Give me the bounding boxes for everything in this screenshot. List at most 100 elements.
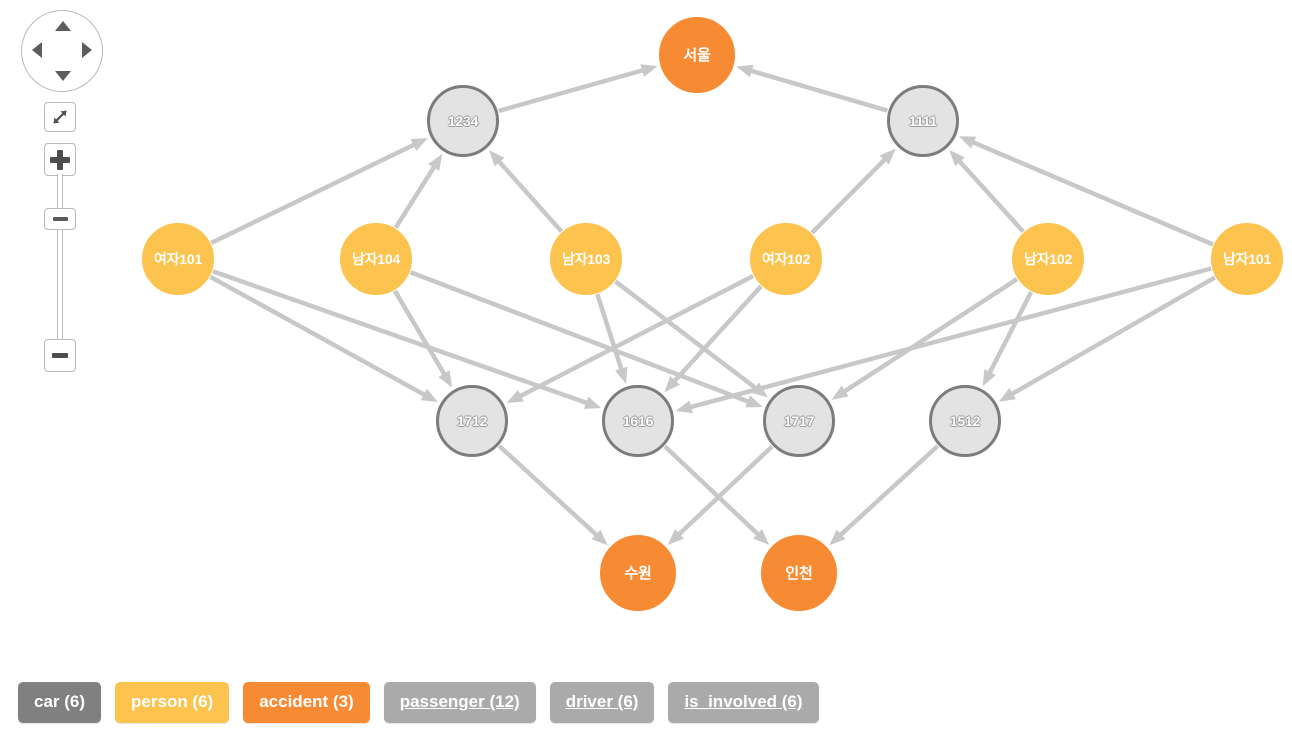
map-navigation-control xyxy=(18,8,108,378)
legend-chip[interactable]: accident (3) xyxy=(243,682,370,723)
edge-arrowhead-icon xyxy=(667,529,684,545)
edge-arrowhead-icon xyxy=(998,387,1016,402)
edge-arrowhead-icon xyxy=(664,376,680,393)
graph-edge-namja104-1712[interactable] xyxy=(392,289,453,388)
edge-arrowhead-icon xyxy=(831,385,849,400)
graph-edge-namja101-1111[interactable] xyxy=(958,136,1214,247)
graph-edge-namja103-1234[interactable] xyxy=(488,150,564,233)
graph-node-label: 1717 xyxy=(783,413,815,429)
edge-arrowhead-icon xyxy=(583,396,602,409)
graph-node-namja104[interactable]: 남자104 xyxy=(340,223,412,295)
graph-edge-1616-incheon[interactable] xyxy=(663,444,770,545)
edge-arrowhead-icon xyxy=(488,150,505,167)
graph-edge-1712-suwon[interactable] xyxy=(497,444,608,546)
graph-node-yeoja101[interactable]: 여자101 xyxy=(142,223,214,295)
graph-edge-namja101-1512[interactable] xyxy=(998,275,1217,402)
graph-edge-namja104-1234[interactable] xyxy=(393,153,443,229)
graph-node-namja103[interactable]: 남자103 xyxy=(550,223,622,295)
graph-edge-1717-suwon[interactable] xyxy=(667,444,774,545)
zoom-slider-track[interactable] xyxy=(57,174,63,354)
edge-arrowhead-icon xyxy=(879,148,896,165)
graph-node-1512[interactable]: 1512 xyxy=(929,385,1001,457)
plus-icon xyxy=(50,149,70,170)
graph-node-1616[interactable]: 1616 xyxy=(602,385,674,457)
legend-chip[interactable]: passenger (12) xyxy=(383,682,536,723)
minus-icon xyxy=(52,353,68,358)
edge-arrowhead-icon xyxy=(949,149,965,167)
edge-arrowhead-icon xyxy=(675,400,693,414)
graph-edge-1234-seoul[interactable] xyxy=(497,64,658,114)
graph-edge-namja104-1717[interactable] xyxy=(409,270,763,408)
fit-to-screen-button[interactable] xyxy=(44,102,76,132)
graph-edge-yeoja101-1234[interactable] xyxy=(210,137,428,245)
legend-chip[interactable]: person (6) xyxy=(115,682,230,723)
graph-node-1234[interactable]: 1234 xyxy=(427,85,499,157)
legend-bar: car (6) person (6) accident (3) passenger (… xyxy=(18,682,819,723)
graph-node-label: 남자101 xyxy=(1222,251,1272,267)
graph-edge-namja102-1111[interactable] xyxy=(949,149,1025,234)
graph-edge-layer xyxy=(209,64,1217,546)
graph-node-1111[interactable]: 1111 xyxy=(887,85,959,157)
graph-edge-namja102-1512[interactable] xyxy=(982,290,1034,387)
triangle-up-icon[interactable] xyxy=(55,21,71,31)
zoom-slider-thumb[interactable] xyxy=(44,208,76,230)
edge-arrowhead-icon xyxy=(438,370,453,388)
graph-node-label: 수원 xyxy=(624,564,652,582)
graph-node-incheon[interactable]: 인천 xyxy=(761,535,837,611)
edge-arrowhead-icon xyxy=(753,529,770,545)
edge-arrowhead-icon xyxy=(736,64,754,78)
graph-edge-yeoja101-1616[interactable] xyxy=(212,269,602,409)
legend-chip[interactable]: car (6) xyxy=(18,682,102,723)
graph-edge-namja101-1616[interactable] xyxy=(675,266,1212,414)
edge-arrowhead-icon xyxy=(506,390,524,404)
edge-arrowhead-icon xyxy=(982,369,996,387)
graph-edge-yeoja102-1616[interactable] xyxy=(664,284,763,393)
triangle-down-icon[interactable] xyxy=(55,71,71,81)
graph-node-label: 남자103 xyxy=(561,251,611,267)
graph-edge-namja103-1616[interactable] xyxy=(595,293,628,384)
graph-node-label: 1712 xyxy=(456,413,488,429)
graph-edge-yeoja102-1712[interactable] xyxy=(506,273,755,404)
edge-arrowhead-icon xyxy=(428,153,443,171)
graph-node-namja101[interactable]: 남자101 xyxy=(1211,223,1283,295)
graph-node-layer: 서울 1234 1111 여자101 남자104 남자103 여자102 남자102 남자101… xyxy=(142,17,1283,611)
pan-dial[interactable] xyxy=(21,10,103,92)
graph-node-label: 1616 xyxy=(622,413,654,429)
graph-node-label: 서울 xyxy=(683,46,711,64)
zoom-out-button[interactable] xyxy=(44,339,76,372)
edge-arrowhead-icon xyxy=(410,137,428,151)
graph-node-seoul[interactable]: 서울 xyxy=(659,17,735,93)
edge-arrowhead-icon xyxy=(591,529,608,546)
triangle-left-icon[interactable] xyxy=(32,42,42,58)
edge-arrowhead-icon xyxy=(640,64,658,77)
graph-edge-1512-incheon[interactable] xyxy=(829,444,940,546)
graph-node-label: 인천 xyxy=(785,564,813,582)
legend-chip[interactable]: driver (6) xyxy=(549,682,655,723)
edge-arrowhead-icon xyxy=(745,395,763,408)
edge-arrowhead-icon xyxy=(420,388,438,403)
slider-thumb-icon xyxy=(52,217,68,221)
graph-edge-1111-seoul[interactable] xyxy=(736,64,889,113)
graph-node-suwon[interactable]: 수원 xyxy=(600,535,676,611)
legend-chip[interactable]: is_involved (6) xyxy=(668,682,819,723)
graph-node-label: 남자104 xyxy=(351,251,401,267)
expand-diagonal-icon xyxy=(53,110,67,124)
graph-node-1712[interactable]: 1712 xyxy=(436,385,508,457)
edge-arrowhead-icon xyxy=(615,366,628,384)
graph-node-label: 여자101 xyxy=(153,251,203,267)
graph-node-yeoja102[interactable]: 여자102 xyxy=(750,223,822,295)
graph-canvas[interactable]: 서울 1234 1111 여자101 남자104 남자103 여자102 남자102 남자101… xyxy=(0,0,1292,660)
graph-node-label: 여자102 xyxy=(761,251,811,267)
edge-arrowhead-icon xyxy=(958,136,977,149)
edge-arrowhead-icon xyxy=(829,529,846,546)
graph-node-label: 1111 xyxy=(908,113,938,129)
graph-node-1717[interactable]: 1717 xyxy=(763,385,835,457)
graph-edge-yeoja101-1712[interactable] xyxy=(209,274,438,403)
graph-node-namja102[interactable]: 남자102 xyxy=(1012,223,1084,295)
graph-node-label: 1234 xyxy=(447,113,479,129)
graph-node-label: 남자102 xyxy=(1023,251,1073,267)
graph-node-label: 1512 xyxy=(949,413,981,429)
graph-edge-namja102-1717[interactable] xyxy=(831,277,1019,400)
graph-edge-yeoja102-1111[interactable] xyxy=(810,148,896,235)
triangle-right-icon[interactable] xyxy=(82,42,92,58)
